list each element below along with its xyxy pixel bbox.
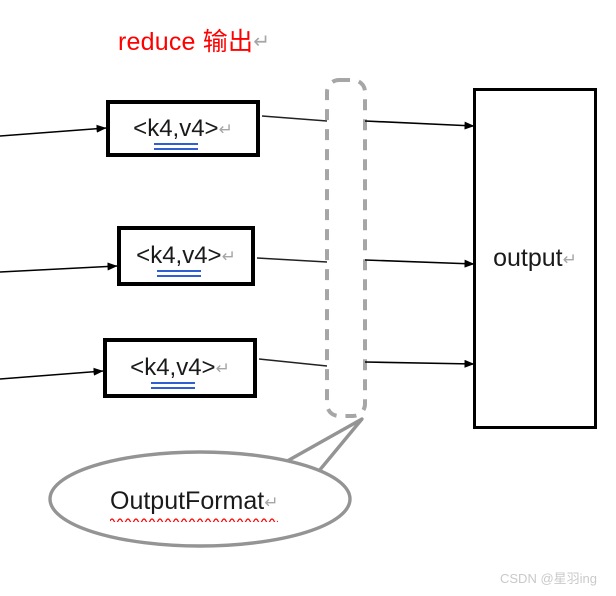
output-box[interactable]: output↵ <box>473 88 597 429</box>
paragraph-mark-icon: ↵ <box>218 119 233 139</box>
callout-label: OutputFormat↵ <box>110 487 279 522</box>
incoming-arrow-3 <box>0 367 104 380</box>
kv-box-2-label: <k4,v4>↵ <box>136 242 236 277</box>
outgoing-arrows <box>364 120 475 368</box>
callout-label-text: OutputFormat <box>110 487 265 515</box>
paragraph-mark-icon: ↵ <box>215 359 230 378</box>
output-box-label: output↵ <box>493 244 577 272</box>
watermark: CSDN @星羽ing <box>500 571 597 586</box>
kv-underline <box>151 387 196 389</box>
kv-box-3-label: <k4,v4>↵ <box>130 354 230 389</box>
diagram-title: reduce 输出↵ <box>118 22 270 58</box>
kv-box-3[interactable]: <k4,v4>↵ <box>103 338 257 398</box>
paragraph-mark-icon: ↵ <box>221 247 236 266</box>
output-format-stage-bar <box>325 78 367 418</box>
callout-bubble <box>48 450 352 548</box>
outgoing-arrow-3 <box>364 359 475 368</box>
kv-underline <box>157 270 202 272</box>
spellcheck-squiggle-icon <box>110 518 278 522</box>
outgoing-arrow-1 <box>364 120 475 130</box>
connector-3-left <box>258 358 328 367</box>
paragraph-mark-icon: ↵ <box>253 31 271 53</box>
connector-1-left <box>261 115 328 122</box>
outgoing-arrow-2 <box>364 259 475 268</box>
kv-box-2[interactable]: <k4,v4>↵ <box>117 226 255 286</box>
diagram-title-text: reduce 输出 <box>118 28 254 56</box>
kv-underline <box>154 142 199 145</box>
kv-box-1-label: <k4,v4>↵ <box>133 115 233 150</box>
paragraph-mark-icon: ↵ <box>562 250 577 269</box>
connector-2-left <box>256 257 328 263</box>
incoming-arrow-1 <box>0 124 107 137</box>
incoming-arrows <box>0 124 118 380</box>
stage-connectors <box>256 115 328 367</box>
paragraph-mark-icon: ↵ <box>264 493 279 512</box>
kv-underline <box>154 147 199 150</box>
kv-box-1[interactable]: <k4,v4>↵ <box>106 100 260 157</box>
kv-underline <box>157 275 202 277</box>
kv-underline <box>151 382 196 384</box>
incoming-arrow-2 <box>0 262 118 273</box>
